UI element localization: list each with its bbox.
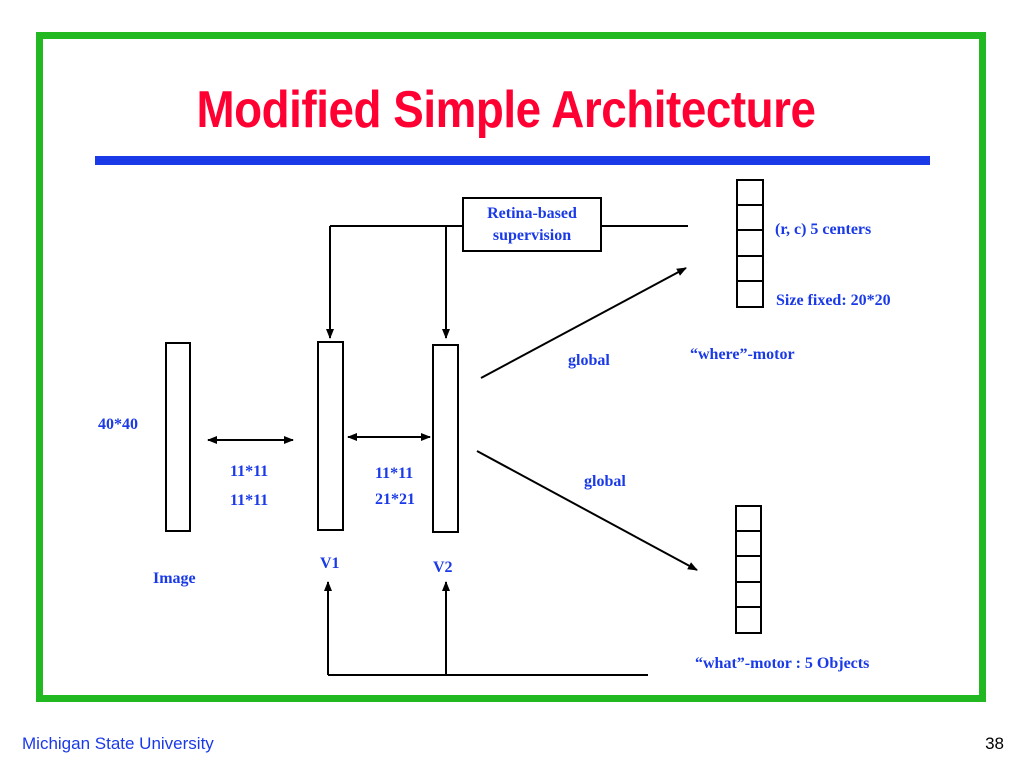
v1-layer: [317, 341, 344, 531]
v2-where-arrow: [480, 267, 687, 379]
image-v1-rf-label-2: 11*11: [230, 492, 269, 509]
global-top-label: global: [568, 352, 610, 369]
image-layer: [165, 342, 191, 532]
image-size-label: 40*40: [98, 416, 138, 433]
what-motor-column: [735, 505, 762, 634]
where-size-label: Size fixed: 20*20: [776, 292, 891, 309]
supervision-line-2: supervision: [492, 227, 572, 244]
where-motor-column: [736, 179, 764, 308]
image-v1-rf-label-1: 11*11: [230, 463, 269, 480]
supervision-line-1: Retina-based: [487, 205, 577, 222]
v1-v2-rf-label-1: 11*11: [375, 465, 414, 482]
v2-what-arrow: [476, 450, 698, 571]
image-label: Image: [153, 570, 196, 587]
title-underline: [95, 156, 930, 165]
v2-layer: [432, 344, 459, 533]
what-motor-label: “what”-motor : 5 Objects: [695, 655, 870, 672]
where-centers-label: (r, c) 5 centers: [775, 221, 872, 238]
retina-supervision-box: Retina-based supervision: [462, 197, 602, 252]
where-motor-label: “where”-motor: [690, 346, 795, 363]
slide-title: Modified Simple Architecture: [196, 81, 816, 139]
v1-label: V1: [320, 555, 340, 572]
page-number: 38: [985, 734, 1004, 753]
v1-v2-rf-label-2: 21*21: [375, 491, 415, 508]
v2-label: V2: [433, 559, 453, 576]
slide-frame: [36, 32, 986, 702]
institution-footer: Michigan State University: [22, 734, 214, 753]
global-bottom-label: global: [584, 473, 626, 490]
